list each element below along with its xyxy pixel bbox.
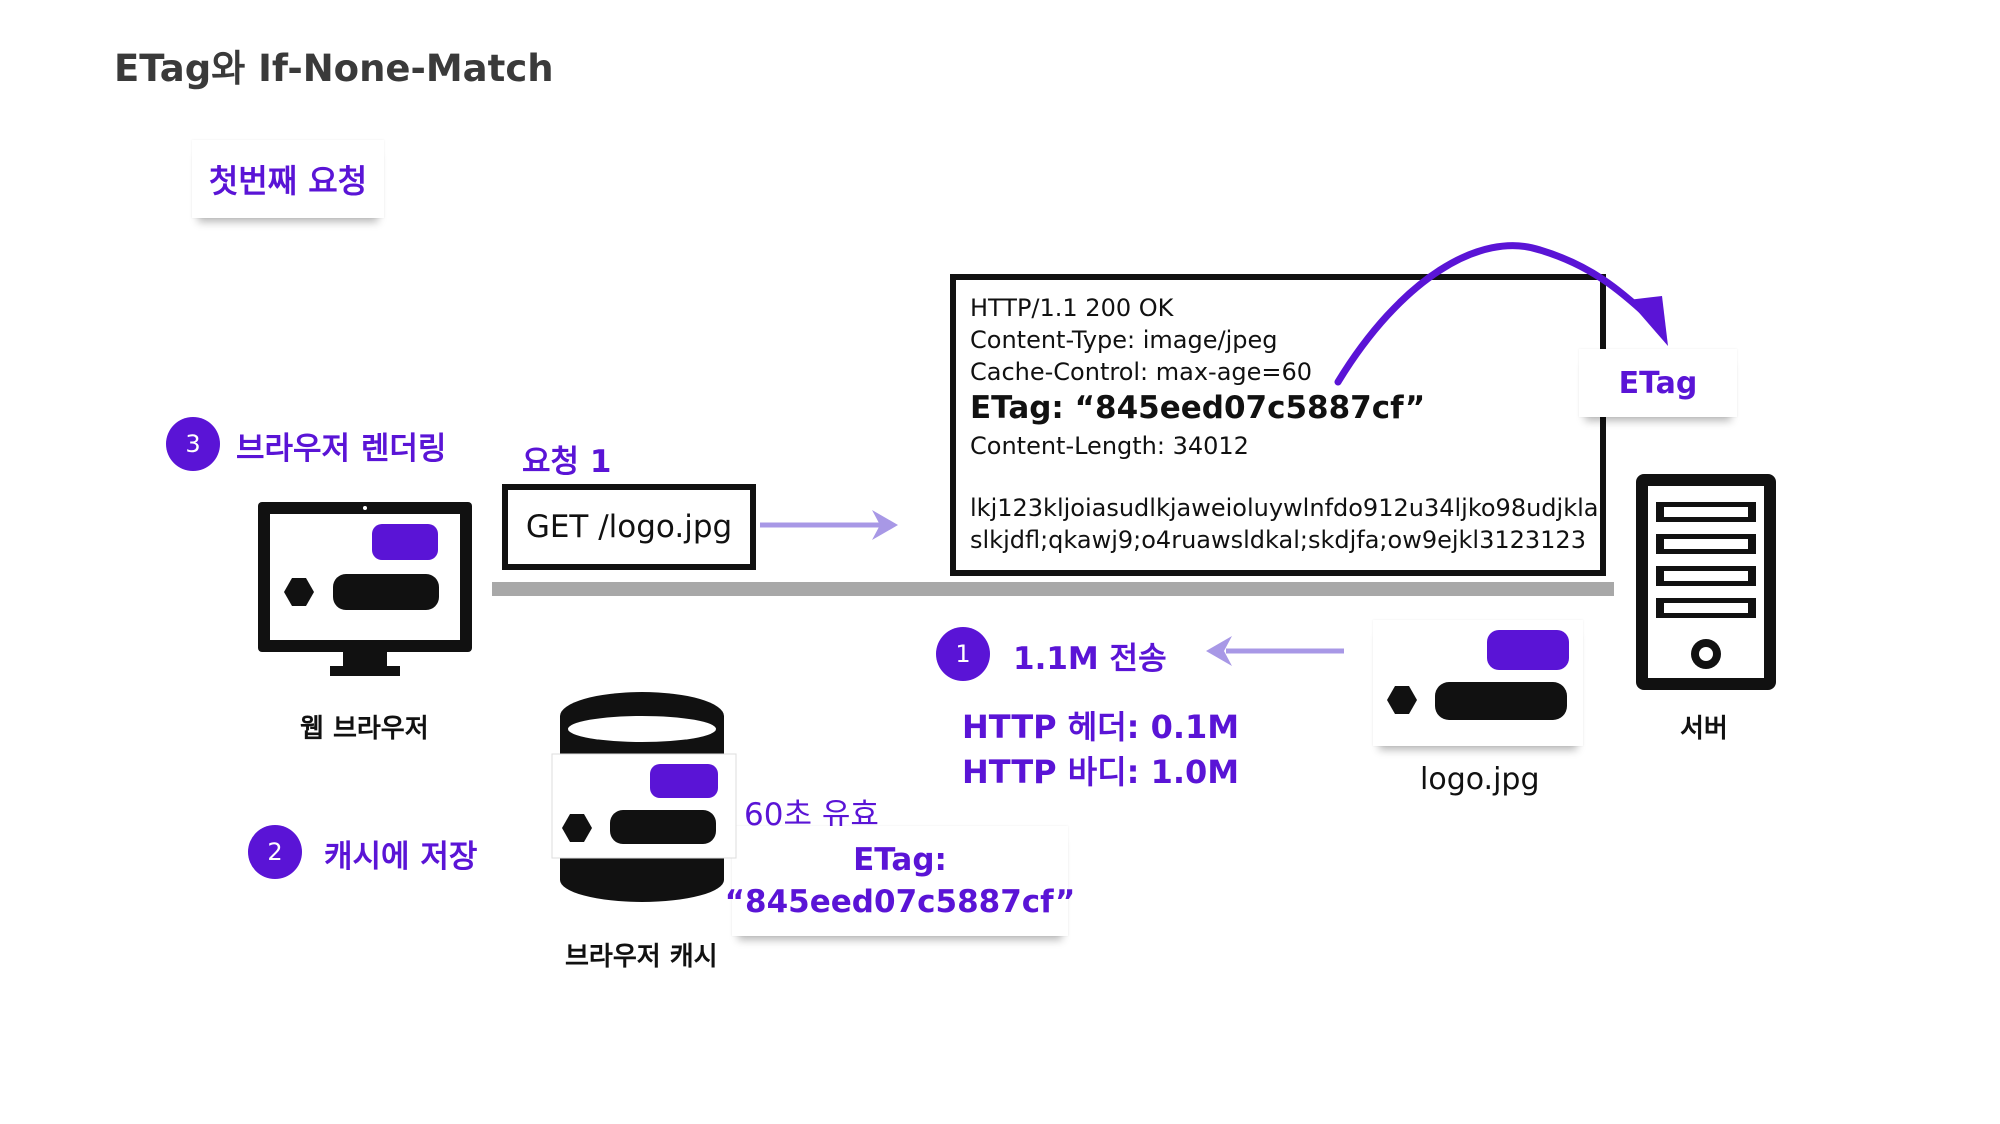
database-icon: [551, 692, 737, 902]
etag-curve-arrow: [1334, 242, 1668, 386]
monitor-icon: [258, 502, 472, 676]
response-box: HTTP/1.1 200 OK Content-Type: image/jpeg…: [950, 274, 1606, 576]
step-2-badge: 2: [248, 825, 302, 879]
page-title: ETag와 If-None-Match: [114, 47, 554, 90]
cache-etag-note: ETag: “845eed07c5887cf”: [725, 826, 1075, 936]
step-1-label: 1.1M 전송: [1013, 641, 1167, 677]
request-arrow: [760, 510, 898, 540]
browser-cache-caption: 브라우저 캐시: [565, 942, 718, 972]
cache-etag-label: ETag:: [853, 842, 947, 878]
response-body-line-1: lkj123kljoiasudlkjaweioluywlnfdo912u34lj…: [970, 494, 1599, 522]
image-file-icon: [1373, 620, 1583, 746]
response-content-length: Content-Length: 34012: [970, 432, 1249, 460]
response-cache-control: Cache-Control: max-age=60: [970, 358, 1313, 386]
step-3-badge: 3: [166, 417, 220, 471]
request-box: GET /logo.jpg: [502, 484, 756, 570]
web-browser-caption: 웹 브라우저: [300, 714, 429, 744]
step-2-label: 캐시에 저장: [324, 839, 478, 875]
http-body-size: HTTP 바디: 1.0M: [962, 753, 1240, 791]
etag-note: ETag: [1579, 349, 1737, 417]
response-status-line: HTTP/1.1 200 OK: [970, 294, 1174, 322]
response-etag: ETag: “845eed07c5887cf”: [970, 390, 1426, 426]
response-arrow: [1206, 636, 1344, 666]
response-content-type: Content-Type: image/jpeg: [970, 326, 1278, 354]
image-file-caption: logo.jpg: [1420, 762, 1540, 797]
network-line: [492, 582, 1614, 596]
step-3-label: 브라우저 렌더링: [236, 431, 447, 467]
cache-etag-value: “845eed07c5887cf”: [724, 884, 1076, 920]
request-label: 요청 1: [522, 444, 612, 480]
server-caption: 서버: [1680, 714, 1728, 744]
http-header-size: HTTP 헤더: 0.1M: [962, 708, 1240, 746]
request-line: GET /logo.jpg: [525, 509, 733, 545]
step-1-badge: 1: [936, 627, 990, 681]
response-body-line-2: slkjdfl;qkawj9;o4ruawsldkal;skdjfa;ow9ej…: [970, 526, 1586, 554]
first-request-note: 첫번째 요청: [192, 140, 384, 218]
server-icon: [1636, 474, 1776, 690]
